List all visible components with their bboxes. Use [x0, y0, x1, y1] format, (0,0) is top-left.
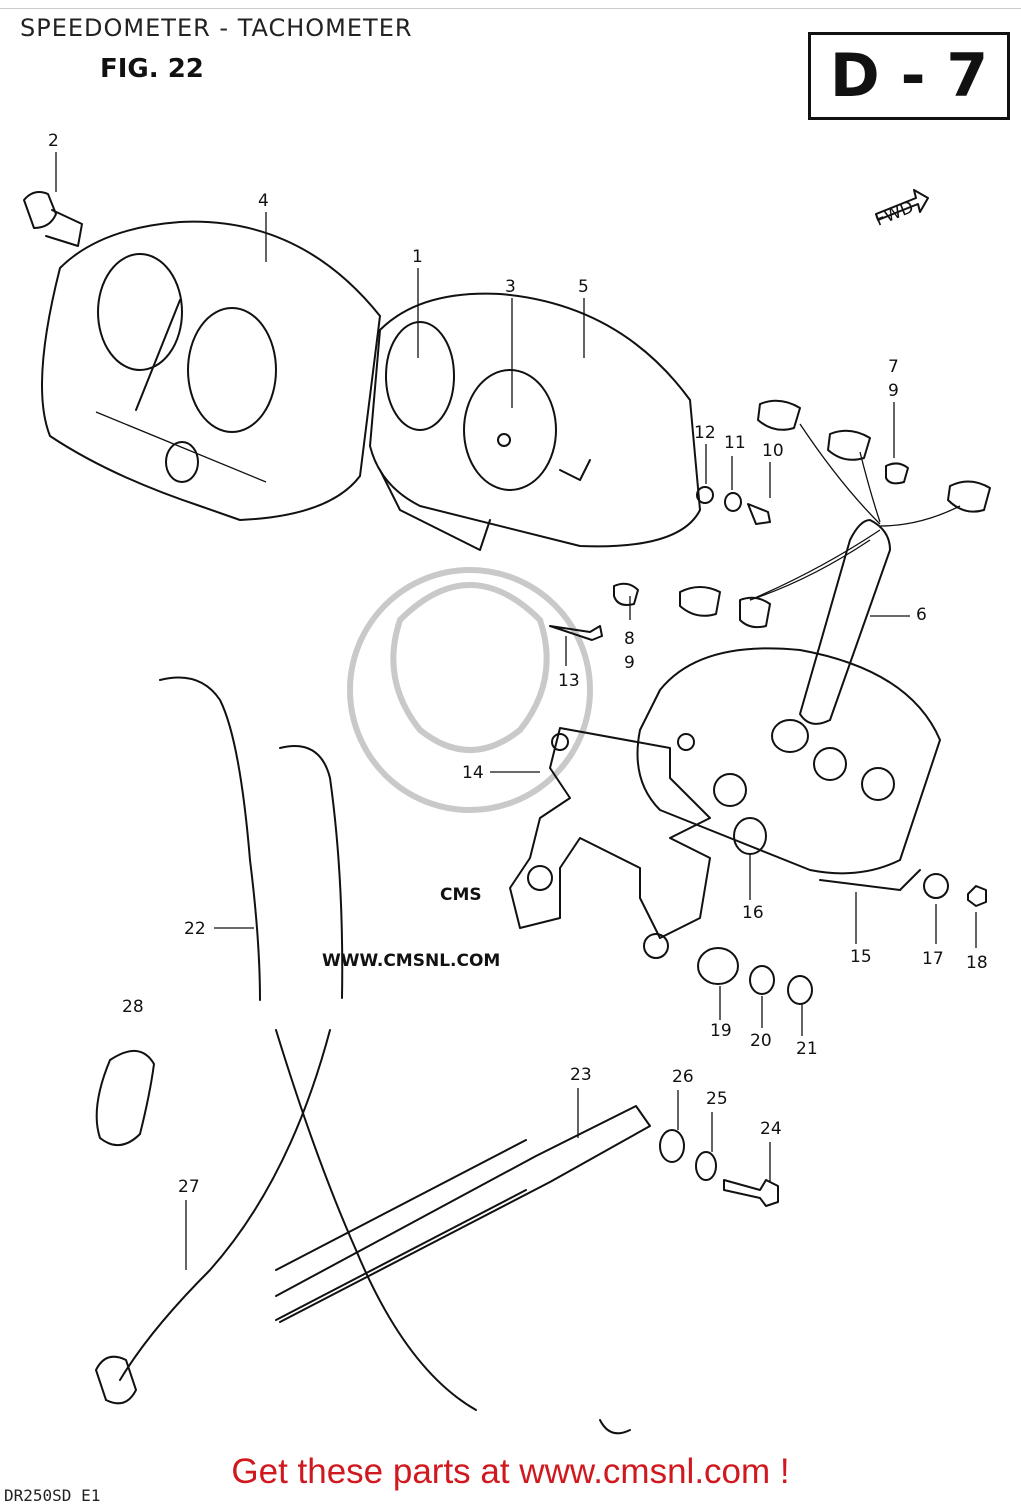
- small-fasteners: [549, 462, 987, 1207]
- figure-label: FIG. 22: [100, 54, 204, 84]
- callout-25: 25: [706, 1089, 728, 1109]
- part-14-bracket: [509, 727, 711, 959]
- callout-12: 12: [694, 423, 716, 443]
- part-15-lower-case: [636, 647, 941, 891]
- top-rule: [0, 8, 1021, 9]
- callout-11: 11: [724, 433, 746, 453]
- callout-18: 18: [966, 953, 988, 973]
- watermark-logo-text: CMS: [440, 885, 482, 905]
- part-5-meter-case: [369, 292, 701, 551]
- callout-26: 26: [672, 1067, 694, 1087]
- page-title: SPEEDOMETER - TACHOMETER: [20, 14, 413, 42]
- part-6-wiring-harness: [679, 399, 991, 725]
- callout-14: 14: [462, 763, 484, 783]
- fwd-arrow-icon: FWD: [872, 189, 929, 231]
- fwd-label: FWD: [872, 197, 916, 230]
- callout-6: 6: [916, 605, 927, 625]
- callout-22: 22: [184, 919, 206, 939]
- callout-21: 21: [796, 1039, 818, 1059]
- part-23-stay: [275, 1105, 651, 1323]
- callout-8: 8: [624, 629, 635, 649]
- callout-7: 7: [888, 357, 899, 377]
- callout-2: 2: [48, 131, 59, 151]
- callout-16: 16: [742, 903, 764, 923]
- leader-lines: [55, 152, 977, 1270]
- part-28-grommet: [95, 1050, 155, 1146]
- callout-15: 15: [850, 947, 872, 967]
- section-code-box: D - 7: [808, 32, 1010, 120]
- callout-28: 28: [122, 997, 144, 1017]
- promo-link-text[interactable]: Get these parts at www.cmsnl.com !: [231, 1452, 790, 1491]
- callout-19: 19: [710, 1021, 732, 1041]
- callout-1: 1: [412, 247, 423, 267]
- callout-20: 20: [750, 1031, 772, 1051]
- callout-9-upper: 9: [888, 381, 899, 401]
- watermark-url: WWW.CMSNL.COM: [322, 951, 500, 971]
- callout-5: 5: [578, 277, 589, 297]
- callout-4: 4: [258, 191, 269, 211]
- callout-13: 13: [558, 671, 580, 691]
- callout-27: 27: [178, 1177, 200, 1197]
- callout-23: 23: [570, 1065, 592, 1085]
- callout-labels: 1 2 3 4 5 6 7 9 12 11 10 8 9 13 14 16 15…: [48, 131, 988, 1197]
- part-22-27-cables: [95, 676, 631, 1435]
- callout-9-lower: 9: [624, 653, 635, 673]
- model-code: DR250SD E1: [4, 1486, 101, 1505]
- callout-17: 17: [922, 949, 944, 969]
- callout-24: 24: [760, 1119, 782, 1139]
- part-4-meter-cover: [41, 220, 381, 521]
- callout-3: 3: [505, 277, 516, 297]
- part-2-reset-knob: [23, 191, 83, 247]
- watermark-logo: CMS WWW.CMSNL.COM: [322, 567, 593, 971]
- callout-10: 10: [762, 441, 784, 461]
